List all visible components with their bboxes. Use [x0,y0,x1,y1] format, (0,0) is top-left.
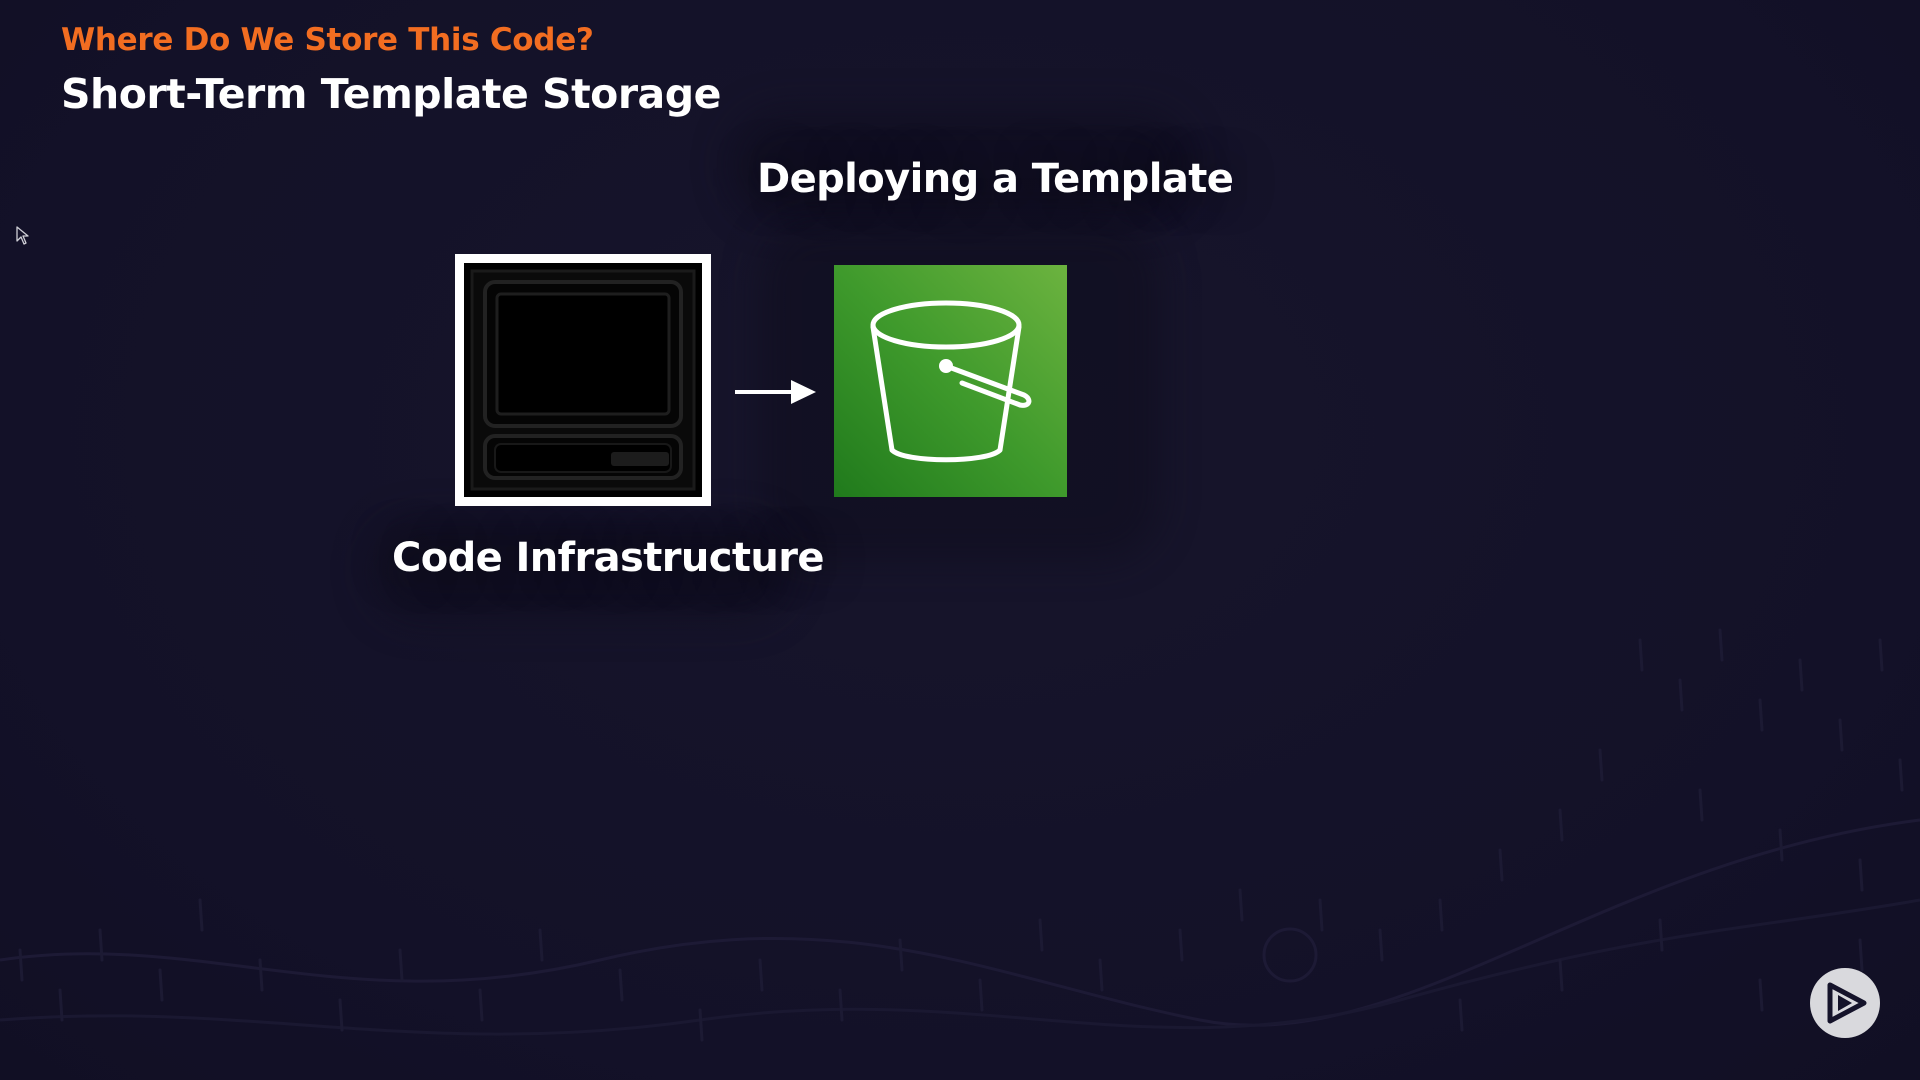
mouse-cursor-icon [16,226,29,245]
background-wave-decoration [0,628,1920,1042]
deploy-label: Deploying a Template [757,156,1234,202]
arrow-right-icon [735,380,816,404]
source-label: Code Infrastructure [392,535,825,581]
play-logo-icon[interactable] [1810,968,1880,1038]
slide-kicker: Where Do We Store This Code? [61,22,594,58]
label-shadow [730,110,1190,220]
s3-bucket-icon [834,265,1067,497]
computer-icon [455,254,711,506]
label-shadow [370,520,790,620]
slide-title: Short-Term Template Storage [61,70,721,118]
